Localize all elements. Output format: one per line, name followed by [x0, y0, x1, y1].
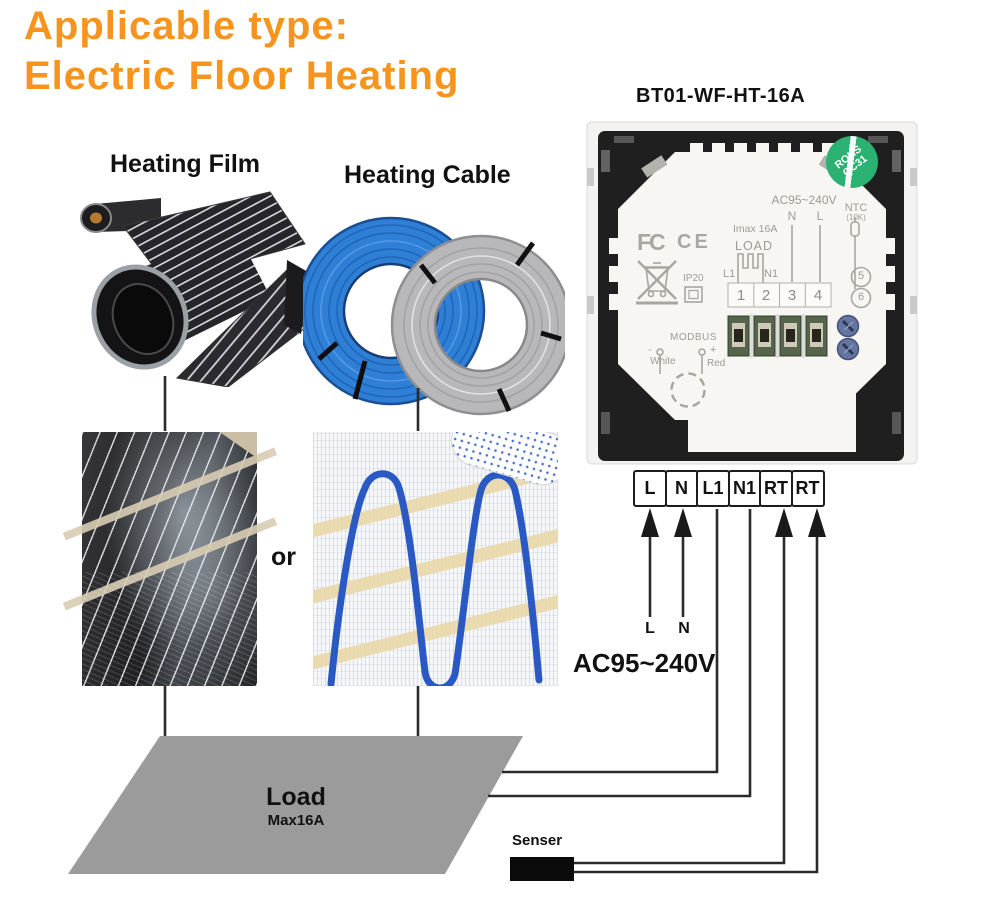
- terminal-L1: L1: [696, 470, 730, 507]
- arrow-N: [674, 508, 692, 537]
- terminal-L1-label: L1: [702, 478, 724, 498]
- film-edge-bar: [284, 260, 308, 334]
- wood-batten: [62, 517, 277, 611]
- film-top-sheet: [122, 191, 306, 283]
- terminal-RT2: RT: [790, 470, 825, 507]
- film-roll-opening: [91, 264, 189, 370]
- floor-sensor: [510, 857, 574, 881]
- rohs-qc-sticker: ROHS QC31: [815, 125, 889, 199]
- terminal-clamps: [727, 314, 828, 358]
- load-subtitle: Max16A: [267, 812, 325, 829]
- supply-voltage-label: AC95~240V: [573, 648, 716, 678]
- wood-batten: [62, 447, 277, 541]
- weee-icon: [636, 260, 678, 305]
- module-load: LOAD: [735, 239, 774, 253]
- module-terminal-4: 4: [813, 287, 823, 304]
- ip20-label: IP20: [683, 273, 704, 284]
- neutral-label: N: [678, 620, 690, 637]
- terminal-N: N: [664, 470, 699, 507]
- load-title: Load: [266, 783, 326, 811]
- film-fanned-sheet: [175, 265, 314, 387]
- module-terminal-3: 3: [787, 287, 797, 304]
- terminal-strip: L N L1 N1 RT RT: [633, 470, 825, 507]
- arrow-RT2: [808, 508, 826, 537]
- terminal-N1: N1: [727, 470, 762, 507]
- gray-cable-coil: [390, 234, 565, 416]
- wire-arrows: [641, 508, 826, 537]
- module-ntc: NTC: [844, 202, 868, 214]
- sensor-terminal-6-circle: [850, 287, 872, 309]
- film-small-roll: [80, 198, 161, 233]
- heating-film-image: [80, 191, 314, 387]
- module-ntc-sub: (10K): [846, 213, 866, 222]
- modbus-plus: +: [710, 344, 717, 356]
- model-number: BT01-WF-HT-16A: [636, 85, 806, 107]
- printed-markings: [656, 217, 872, 408]
- load-resistor-symbol: [737, 253, 764, 283]
- probe-terminal-5: 5: [857, 270, 865, 282]
- probe-terminal-6: 6: [857, 291, 865, 303]
- terminal-L-label: L: [644, 478, 656, 498]
- module-terminal-1: 1: [736, 287, 746, 304]
- rt1-wire: [574, 535, 786, 865]
- modbus-minus: -: [648, 344, 652, 356]
- live-label: L: [645, 620, 655, 637]
- terminal-L: L: [633, 470, 667, 507]
- ce-logo: CE: [677, 231, 711, 253]
- sensor-label: Senser: [512, 832, 563, 849]
- module-n: N: [787, 209, 797, 223]
- load-parallelogram: [68, 736, 523, 874]
- installed-mat-photo: [313, 432, 558, 686]
- module-terminal-2: 2: [761, 287, 771, 304]
- module-n1: N1: [764, 268, 779, 280]
- module-voltage: AC95~240V: [771, 193, 837, 207]
- terminal-RT1-label: RT: [764, 478, 788, 498]
- blue-cable-coil: [303, 216, 486, 406]
- modbus-white: White: [650, 356, 676, 367]
- floor-corner: [219, 432, 257, 458]
- page-title-line2: Electric Floor Heating: [24, 54, 460, 98]
- sensor-terminal-5-circle: [850, 266, 872, 288]
- modbus-port-circle: [670, 372, 706, 408]
- module-l: L: [816, 209, 824, 223]
- page-title-line1: Applicable type:: [24, 4, 349, 48]
- terminal-RT1: RT: [759, 470, 793, 507]
- thermostat-module: [618, 152, 886, 420]
- blue-serpentine-cable: [327, 470, 543, 686]
- terminal-number-grid: [727, 282, 832, 308]
- or-label: or: [271, 543, 296, 571]
- terminal-N-label: N: [675, 478, 688, 498]
- modbus-red: Red: [707, 358, 726, 369]
- arrow-RT1: [775, 508, 793, 537]
- terminal-N1-label: N1: [732, 478, 756, 498]
- heating-cable-image: [303, 216, 565, 416]
- modbus-label: MODBUS: [670, 332, 717, 343]
- terminal-RT2-label: RT: [795, 478, 820, 498]
- fixing-screws: [836, 314, 860, 361]
- arrow-L: [641, 508, 659, 537]
- fcc-logo: FC: [637, 229, 666, 255]
- module-l1: L1: [723, 268, 736, 280]
- installed-film-photo: [62, 432, 277, 686]
- film-roll-body: [103, 232, 271, 359]
- heating-film-label: Heating Film: [110, 150, 261, 178]
- rt2-wire: [574, 535, 819, 874]
- module-imax: Imax 16A: [733, 223, 778, 235]
- heating-cable-label: Heating Cable: [344, 161, 511, 189]
